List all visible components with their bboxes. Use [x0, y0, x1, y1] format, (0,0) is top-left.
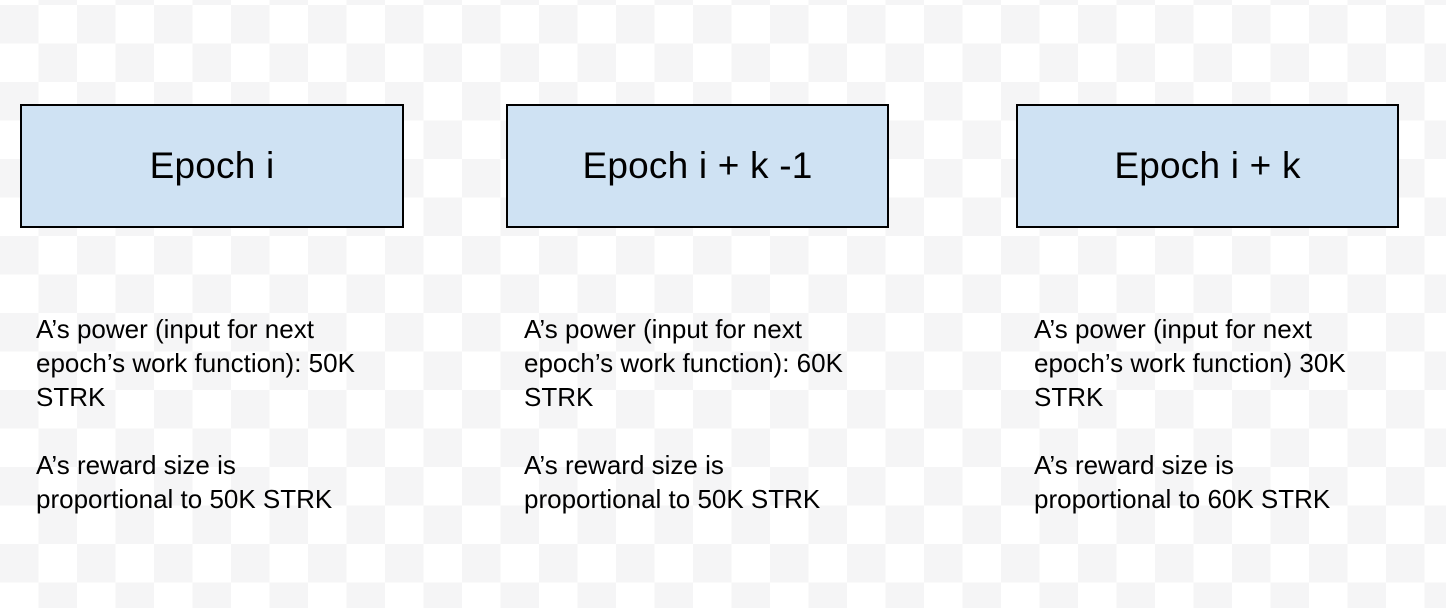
power-note: A’s power (input for next epoch’s work f…: [1034, 312, 1394, 414]
epoch-i-plus-k-minus-1-notes: A’s power (input for next epoch’s work f…: [524, 312, 884, 516]
note-line: A’s reward size is: [36, 450, 236, 480]
note-line: A’s power (input for next: [524, 314, 802, 344]
note-line: proportional to 50K STRK: [36, 484, 333, 514]
reward-note: A’s reward size is proportional to 50K S…: [524, 448, 884, 516]
note-line: A’s reward size is: [524, 450, 724, 480]
power-note: A’s power (input for next epoch’s work f…: [524, 312, 884, 414]
note-line: STRK: [524, 382, 594, 412]
note-line: epoch’s work function) 30K: [1034, 348, 1346, 378]
epoch-box-i-plus-k-minus-1: Epoch i + k -1: [506, 104, 889, 228]
note-line: A’s power (input for next: [1034, 314, 1312, 344]
note-line: STRK: [36, 382, 106, 412]
reward-note: A’s reward size is proportional to 50K S…: [36, 448, 396, 516]
epoch-box-label: Epoch i + k: [1114, 144, 1301, 186]
epoch-box-i-plus-k: Epoch i + k: [1016, 104, 1399, 228]
note-line: STRK: [1034, 382, 1104, 412]
note-line: A’s power (input for next: [36, 314, 314, 344]
epoch-i-plus-k-notes: A’s power (input for next epoch’s work f…: [1034, 312, 1394, 516]
note-line: proportional to 60K STRK: [1034, 484, 1331, 514]
epoch-box-i: Epoch i: [20, 104, 404, 228]
power-note: A’s power (input for next epoch’s work f…: [36, 312, 396, 414]
note-line: A’s reward size is: [1034, 450, 1234, 480]
epoch-box-label: Epoch i: [149, 144, 275, 186]
reward-note: A’s reward size is proportional to 60K S…: [1034, 448, 1394, 516]
note-line: proportional to 50K STRK: [524, 484, 821, 514]
epoch-i-notes: A’s power (input for next epoch’s work f…: [36, 312, 396, 516]
epoch-box-label: Epoch i + k -1: [582, 144, 813, 186]
note-line: epoch’s work function): 50K: [36, 348, 355, 378]
note-line: epoch’s work function): 60K: [524, 348, 843, 378]
